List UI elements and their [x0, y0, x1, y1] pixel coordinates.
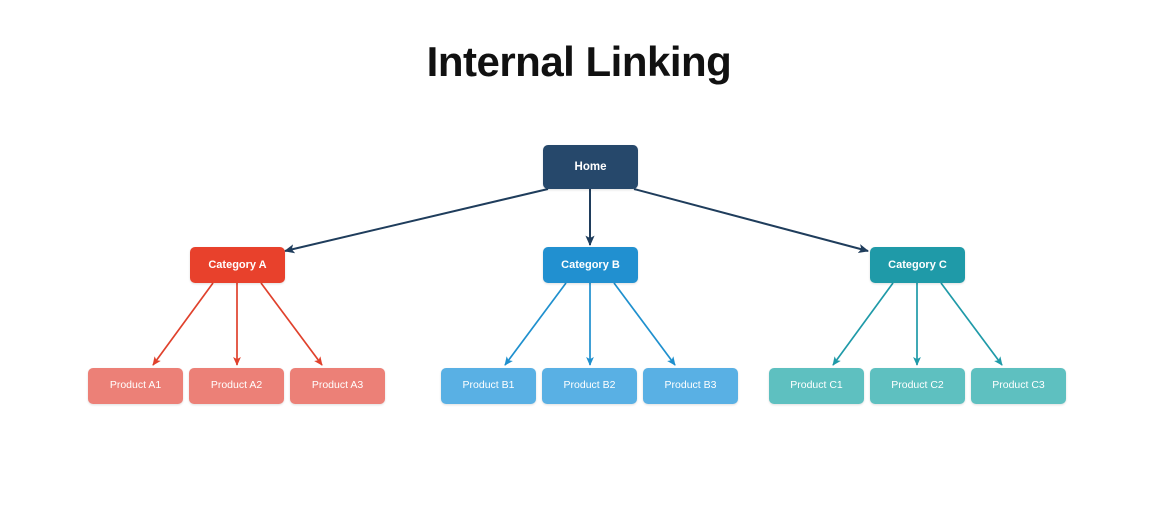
- node-product-c1[interactable]: Product C1: [769, 368, 864, 404]
- node-label: Product A2: [210, 379, 263, 392]
- edge-category-b-product-b1: [504, 282, 567, 366]
- node-label: Product A1: [109, 379, 162, 392]
- node-product-c3[interactable]: Product C3: [971, 368, 1066, 404]
- node-label: Product C1: [790, 379, 843, 392]
- node-label: Product C3: [992, 379, 1045, 392]
- node-product-b3[interactable]: Product B3: [643, 368, 738, 404]
- node-category-c[interactable]: Category C: [870, 247, 965, 283]
- edge-category-a-product-a1: [152, 282, 214, 366]
- node-category-b[interactable]: Category B: [543, 247, 638, 283]
- node-label: Product B1: [462, 379, 515, 392]
- node-home[interactable]: Home: [543, 145, 638, 189]
- node-product-b1[interactable]: Product B1: [441, 368, 536, 404]
- edge-category-b-product-b3: [613, 282, 676, 366]
- edge-home-category-c: [633, 188, 870, 254]
- node-label: Category B: [561, 258, 620, 271]
- node-label: Product B3: [664, 379, 717, 392]
- page-title: Internal Linking: [426, 38, 732, 85]
- node-label: Category A: [208, 258, 267, 271]
- edge-category-c-product-c3: [940, 282, 1003, 366]
- edge-home-category-a: [283, 188, 549, 254]
- node-label: Category C: [888, 258, 947, 271]
- node-label: Product A3: [311, 379, 364, 392]
- node-product-b2[interactable]: Product B2: [542, 368, 637, 404]
- edge-category-a-product-a3: [260, 282, 323, 366]
- node-label: Home: [574, 160, 607, 173]
- edge-category-c-product-c1: [832, 282, 894, 366]
- node-category-a[interactable]: Category A: [190, 247, 285, 283]
- node-label: Product B2: [563, 379, 616, 392]
- node-product-a3[interactable]: Product A3: [290, 368, 385, 404]
- node-product-a1[interactable]: Product A1: [88, 368, 183, 404]
- node-label: Product C2: [891, 379, 944, 392]
- node-product-c2[interactable]: Product C2: [870, 368, 965, 404]
- node-product-a2[interactable]: Product A2: [189, 368, 284, 404]
